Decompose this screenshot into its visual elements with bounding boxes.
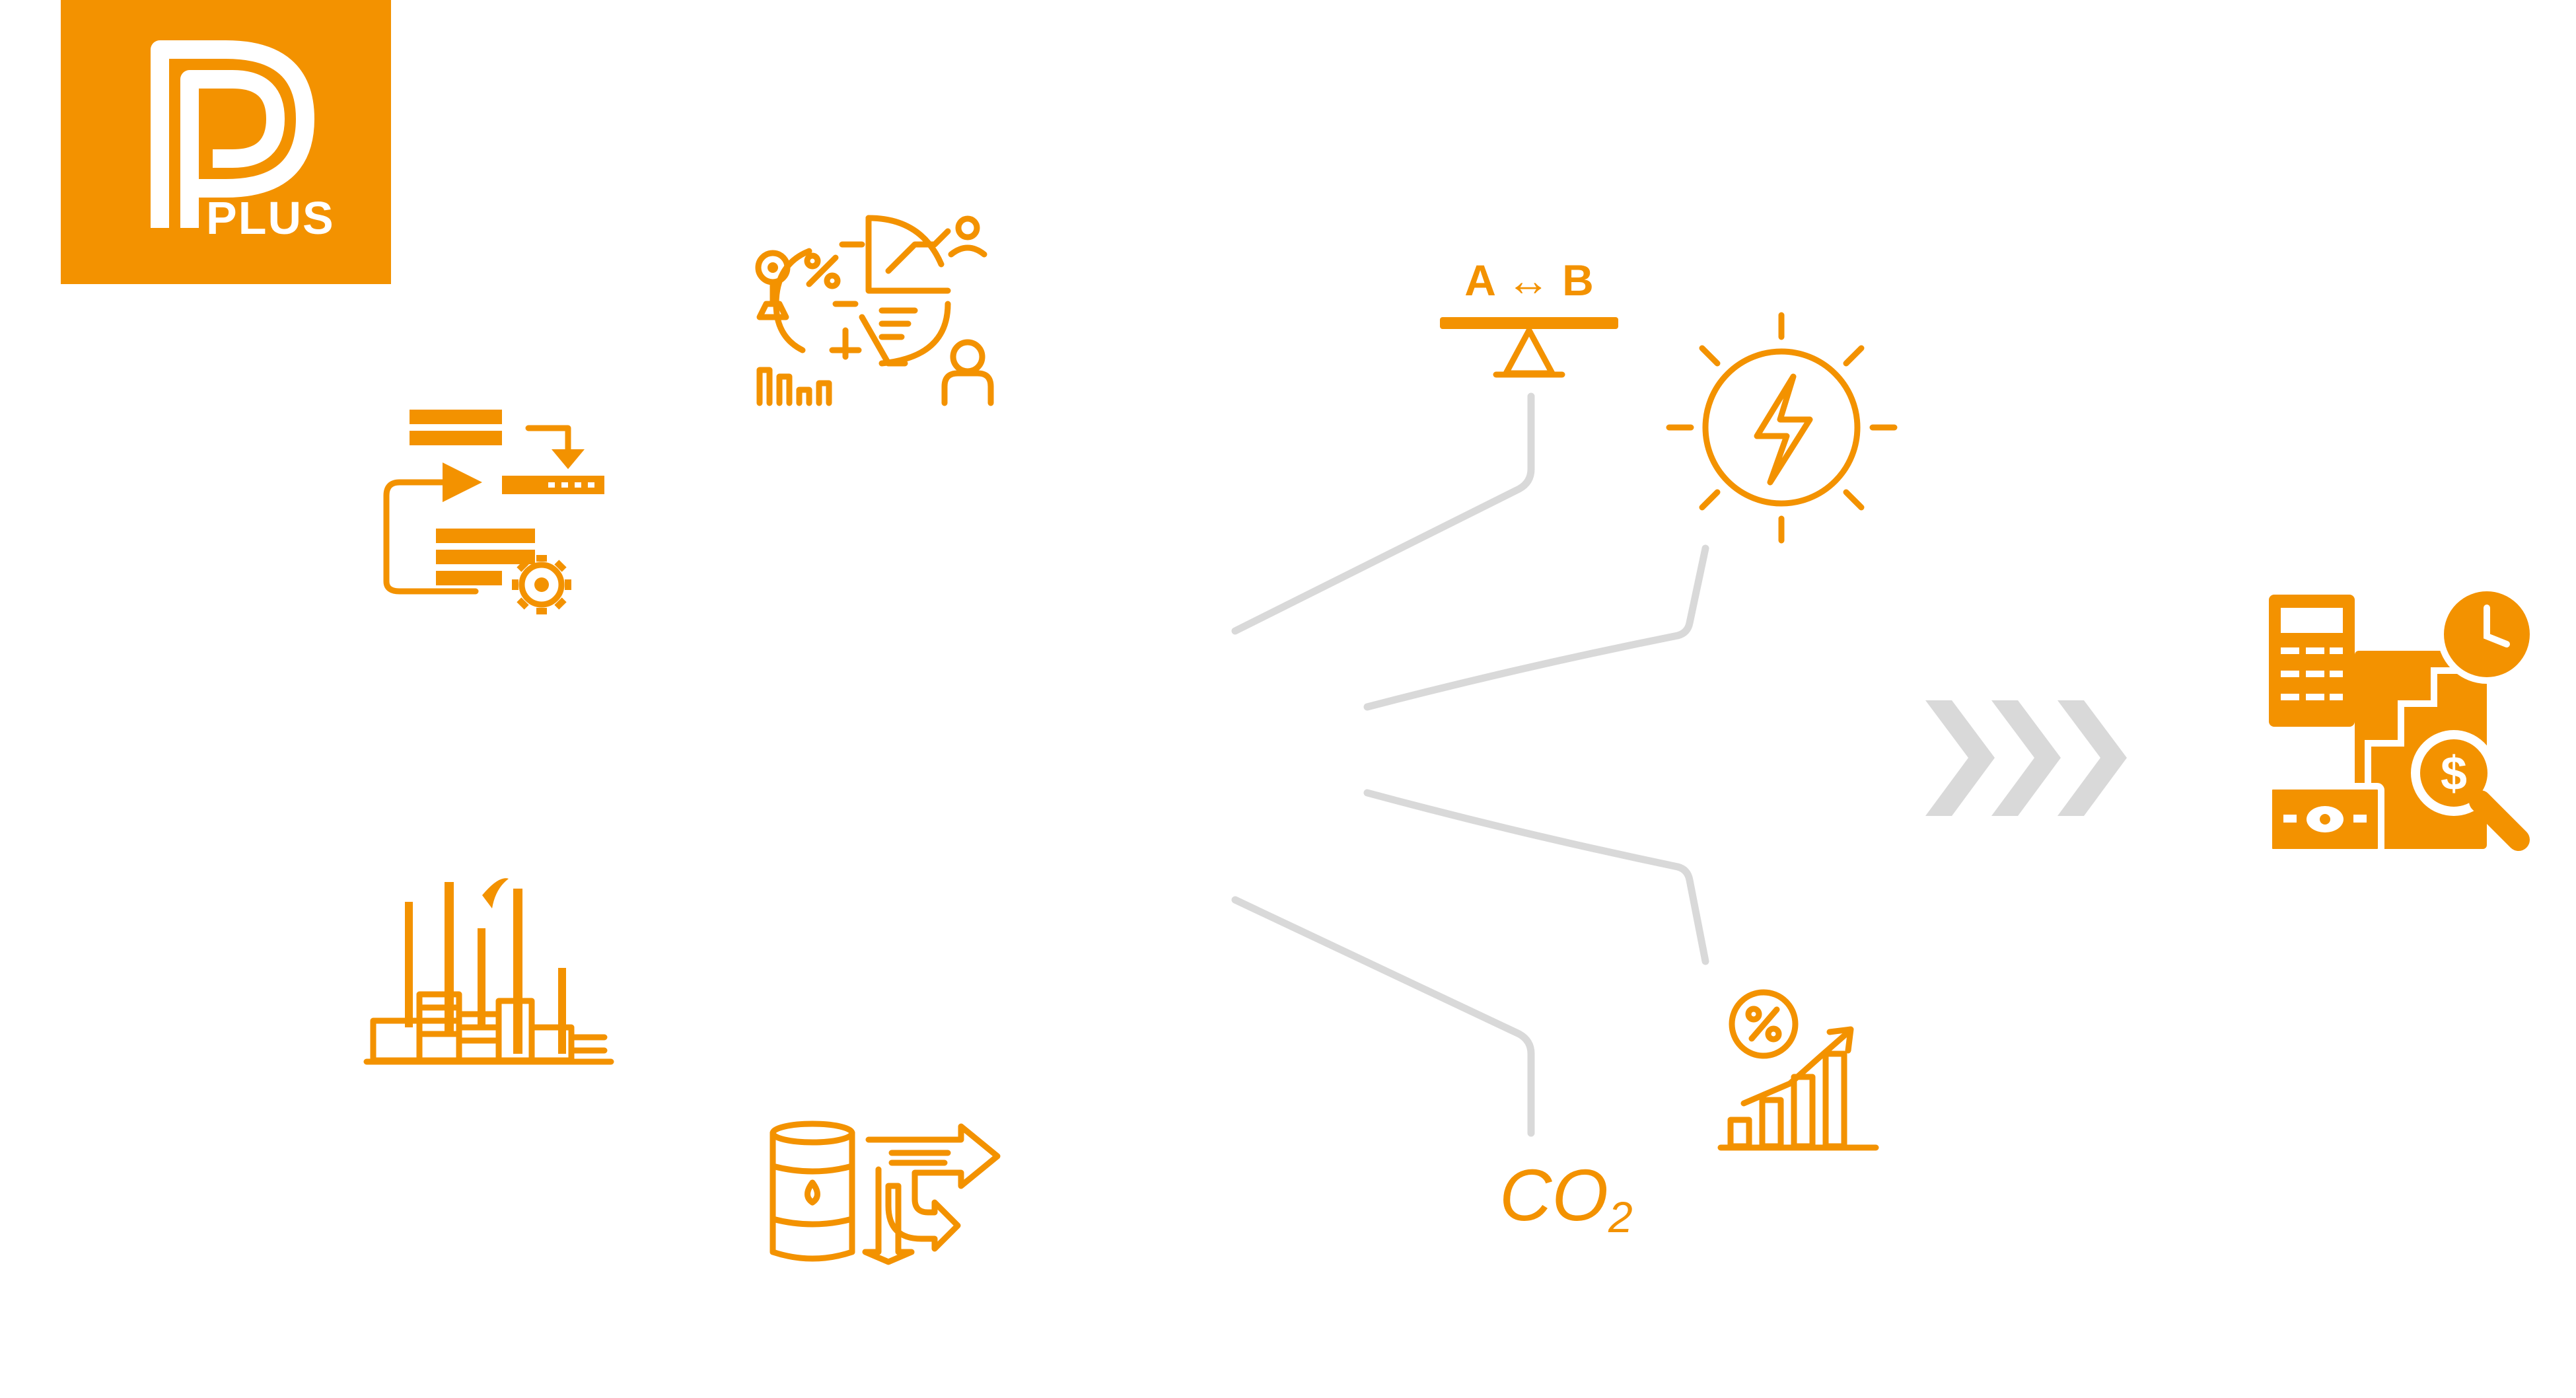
ab-balance-comparison-icon: A ↔ B bbox=[1440, 254, 1618, 383]
connector-energy bbox=[1363, 544, 1709, 711]
energy-sun-bolt-icon bbox=[1661, 307, 1902, 548]
co2-label-main: CO bbox=[1499, 1155, 1608, 1236]
connector-percentage bbox=[1363, 789, 1709, 965]
process-flow-icon bbox=[376, 403, 608, 628]
ab-balance-label: A ↔ B bbox=[1464, 256, 1594, 305]
oil-barrel-distribution-icon bbox=[769, 1120, 1007, 1265]
triple-chevron-right-icon bbox=[1925, 700, 2127, 816]
market-analysis-icon bbox=[750, 205, 1004, 416]
logo-plus-text: PLUS bbox=[206, 192, 335, 244]
financial-calculation-icon: $ bbox=[2266, 578, 2543, 859]
connector-co2 bbox=[1231, 896, 1535, 1137]
co2-label-subscript: 2 bbox=[1608, 1193, 1633, 1241]
refinery-plant-icon bbox=[360, 869, 618, 1067]
pp-plus-logo: PLUS bbox=[61, 0, 391, 284]
percentage-growth-chart-icon bbox=[1717, 984, 1879, 1153]
pp-logo-mark bbox=[151, 40, 314, 228]
connector-balance bbox=[1231, 392, 1535, 635]
svg-text:$: $ bbox=[2441, 747, 2467, 800]
co2-emission-icon: CO2 bbox=[1499, 1159, 1633, 1239]
